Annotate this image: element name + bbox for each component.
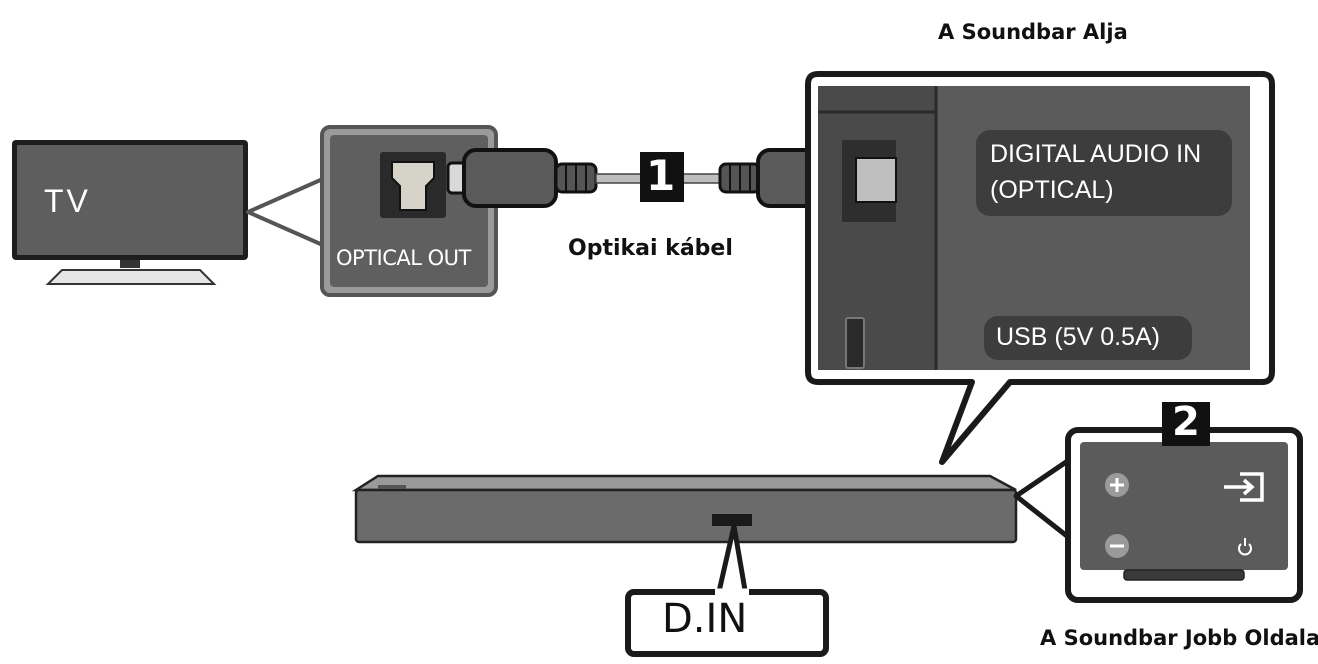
cable-caption: Optikai kábel	[568, 236, 733, 261]
tv-label: TV	[44, 183, 91, 219]
minus-icon	[1105, 534, 1129, 558]
digital-audio-in-label-line1: DIGITAL AUDIO IN	[990, 140, 1202, 168]
usb-label: USB (5V 0.5A)	[996, 323, 1160, 351]
source-input-icon	[1224, 472, 1264, 502]
soundbar-bottom-title: A Soundbar Alja	[938, 20, 1128, 44]
step-2-badge: 2	[1172, 399, 1200, 445]
power-icon	[1238, 538, 1252, 556]
step-1-badge: 1	[646, 151, 676, 200]
d-in-label: D.IN	[662, 596, 748, 642]
digital-audio-in-pill	[976, 130, 1232, 216]
optical-out-label: OPTICAL OUT	[336, 246, 471, 270]
soundbar-right-side-title: A Soundbar Jobb Oldala	[1040, 626, 1318, 650]
plus-icon	[1105, 473, 1129, 497]
soundbar-illustration	[351, 474, 1018, 544]
digital-audio-in-label-line2: (OPTICAL)	[990, 176, 1114, 204]
right-side-callout-wedge	[1013, 455, 1075, 543]
usb-pill	[984, 316, 1192, 360]
tv-illustration	[12, 140, 248, 285]
tv-callout-wedge	[246, 176, 327, 248]
